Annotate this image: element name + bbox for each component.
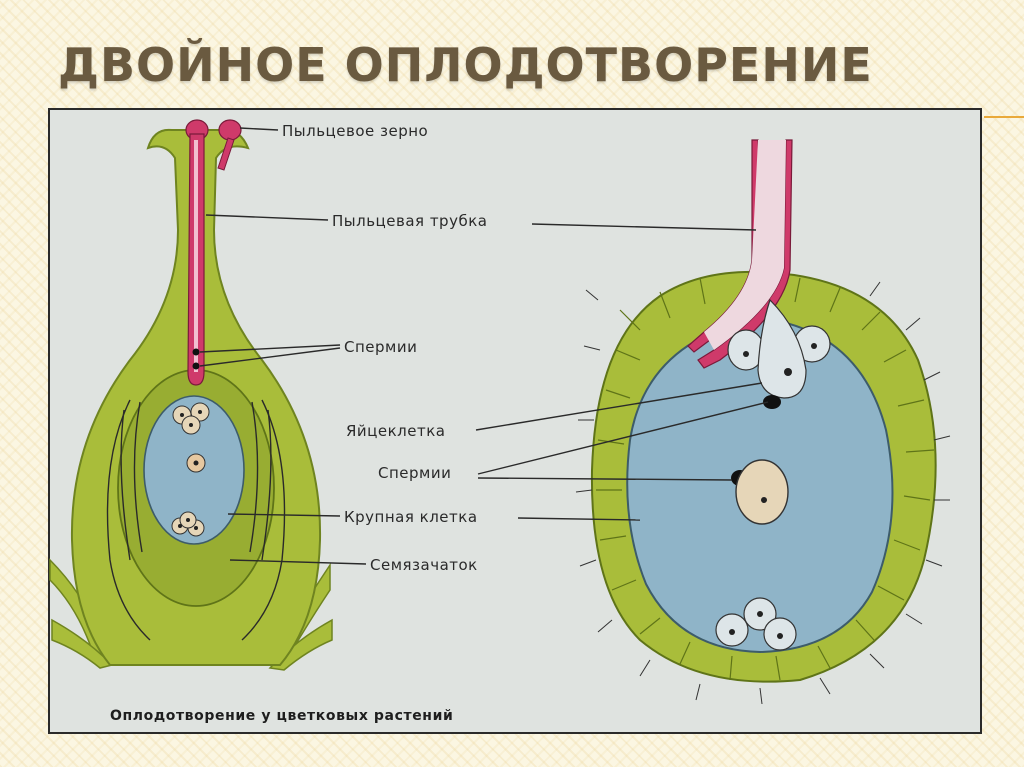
- integument-right: [261, 409, 272, 561]
- ovary-inner-line-left: [106, 399, 151, 641]
- leader-lines: [199, 127, 769, 565]
- pistil-drawing: [49, 119, 333, 671]
- label-ovule: Семязачаток: [370, 556, 478, 574]
- sperm-right-1: [763, 395, 781, 409]
- integument-left: [120, 409, 131, 561]
- sperm-left-2: [192, 362, 200, 370]
- label-central-cell: Крупная клетка: [344, 508, 478, 526]
- pollen-grain-2: [218, 119, 242, 141]
- figure-caption: Оплодотворение у цветковых растений: [110, 708, 453, 724]
- ovary-inner-line-right: [241, 399, 286, 641]
- slide-title: ДВОЙНОЕ ОПЛОДОТВОРЕНИЕ: [58, 38, 873, 92]
- left-sepal-2: [51, 618, 114, 669]
- label-sperm-top: Спермии: [344, 338, 417, 356]
- label-pollen-grain: Пыльцевое зерно: [282, 122, 428, 140]
- integument-right-2: [249, 401, 259, 553]
- title-accent-rule: [984, 116, 1024, 118]
- central-cell-nucleus-right: [735, 459, 789, 525]
- label-egg-cell: Яйцеклетка: [346, 422, 445, 440]
- label-sperm-bottom: Спермии: [378, 464, 451, 482]
- integument-left-2: [133, 401, 143, 553]
- egg-cell-right: [757, 298, 807, 399]
- embryo-sac-drawing: [575, 139, 951, 705]
- label-pollen-tube: Пыльцевая трубка: [332, 212, 487, 230]
- sperm-left-1: [192, 348, 200, 356]
- pollen-grain-2-sprout: [217, 137, 235, 171]
